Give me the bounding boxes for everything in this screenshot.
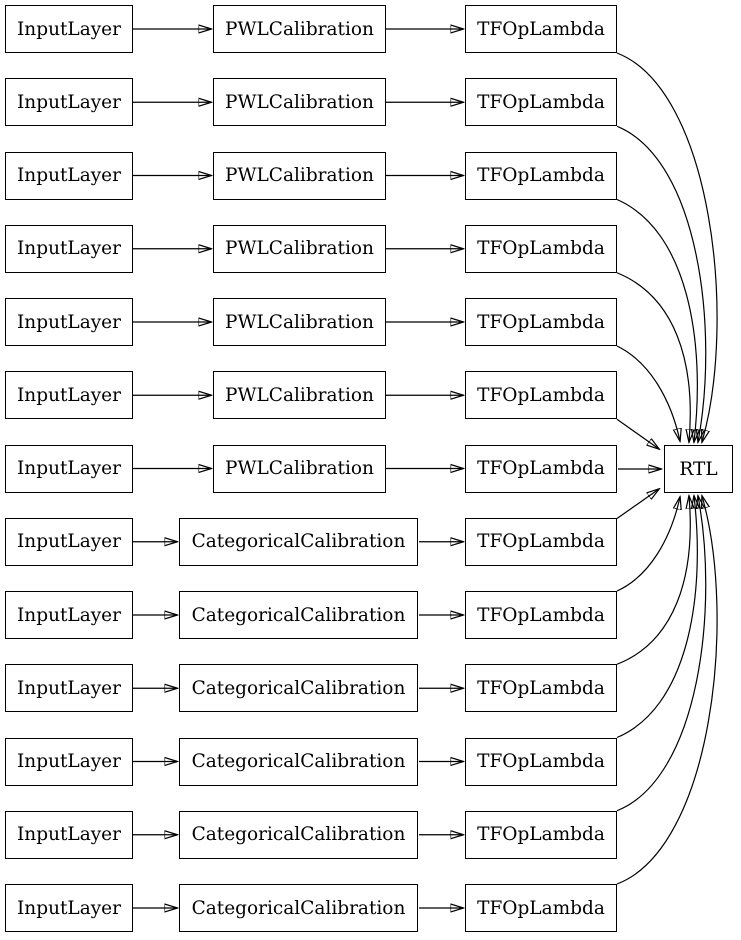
edge-arrow — [616, 496, 718, 885]
node-tfop-lambda: TFOpLambda — [465, 737, 617, 786]
node-categorical-calibration: CategoricalCalibration — [179, 517, 418, 566]
node-categorical-calibration: CategoricalCalibration — [179, 664, 418, 713]
node-input-layer: InputLayer — [5, 5, 133, 53]
node-input-layer: InputLayer — [5, 517, 133, 566]
node-tfop-lambda: TFOpLambda — [465, 224, 617, 273]
node-input-layer: InputLayer — [5, 444, 133, 493]
node-tfop-lambda: TFOpLambda — [465, 810, 617, 859]
node-input-layer: InputLayer — [5, 298, 133, 346]
node-categorical-calibration: CategoricalCalibration — [179, 591, 418, 639]
node-tfop-lambda: TFOpLambda — [465, 5, 617, 53]
node-tfop-lambda: TFOpLambda — [465, 591, 617, 639]
node-tfop-lambda: TFOpLambda — [465, 151, 617, 200]
node-pwl-calibration: PWLCalibration — [213, 371, 386, 420]
node-input-layer: InputLayer — [5, 78, 133, 127]
node-tfop-lambda: TFOpLambda — [465, 78, 617, 127]
node-categorical-calibration: CategoricalCalibration — [179, 810, 418, 859]
edge-arrow — [616, 496, 707, 812]
node-tfop-lambda: TFOpLambda — [465, 444, 617, 493]
node-tfop-lambda: TFOpLambda — [465, 517, 617, 566]
edge-arrow — [616, 489, 659, 519]
node-input-layer: InputLayer — [5, 224, 133, 273]
edge-arrow — [616, 497, 680, 592]
node-categorical-calibration: CategoricalCalibration — [179, 884, 418, 932]
node-pwl-calibration: PWLCalibration — [213, 224, 386, 273]
edge-arrow — [616, 52, 718, 442]
node-categorical-calibration: CategoricalCalibration — [179, 737, 418, 786]
edge-arrow — [616, 125, 707, 442]
node-input-layer: InputLayer — [5, 884, 133, 932]
node-input-layer: InputLayer — [5, 664, 133, 713]
node-pwl-calibration: PWLCalibration — [213, 151, 386, 200]
node-tfop-lambda: TFOpLambda — [465, 371, 617, 420]
edge-arrow — [616, 272, 690, 442]
node-input-layer: InputLayer — [5, 591, 133, 639]
node-tfop-lambda: TFOpLambda — [465, 884, 617, 932]
node-tfop-lambda: TFOpLambda — [465, 664, 617, 713]
node-rtl: RTL — [664, 445, 733, 493]
edge-arrow — [616, 418, 659, 449]
node-pwl-calibration: PWLCalibration — [213, 78, 386, 127]
edge-arrow — [616, 496, 690, 665]
node-input-layer: InputLayer — [5, 810, 133, 859]
node-tfop-lambda: TFOpLambda — [465, 298, 617, 346]
node-input-layer: InputLayer — [5, 737, 133, 786]
node-input-layer: InputLayer — [5, 371, 133, 420]
edge-arrow — [616, 496, 697, 739]
edge-arrow — [616, 198, 697, 443]
node-pwl-calibration: PWLCalibration — [213, 5, 386, 53]
node-input-layer: InputLayer — [5, 151, 133, 200]
edge-arrow — [616, 345, 680, 441]
node-pwl-calibration: PWLCalibration — [213, 298, 386, 346]
node-pwl-calibration: PWLCalibration — [213, 444, 386, 493]
